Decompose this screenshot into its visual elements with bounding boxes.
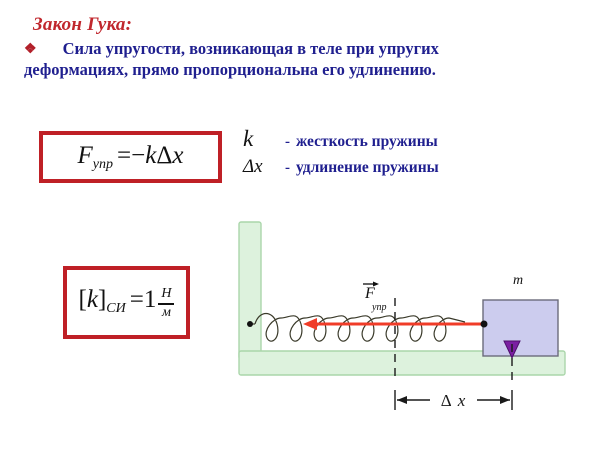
mass-block: [482, 299, 559, 357]
statement-text: Сила упругости, возникающая в теле при у…: [24, 39, 439, 80]
legend-symbol-delta-x: Δx: [243, 156, 263, 177]
dimension-delta-x: [394, 390, 513, 410]
unit-value: 1: [143, 285, 157, 313]
page-title: Закон Гука:: [33, 14, 133, 35]
wall-shape: [238, 221, 262, 360]
unit-subscript-si: СИ: [106, 300, 126, 316]
force-label-subscript: упр: [371, 302, 386, 313]
spring-mass-diagram: F упр m: [225, 214, 595, 446]
legend-row-delta-x: Δx - удлинение пружины: [243, 156, 439, 178]
formula-minus: −: [131, 141, 146, 169]
unit-close-bracket: ]: [97, 285, 107, 313]
spring-coil: [249, 312, 466, 342]
mass-label: m: [513, 273, 523, 288]
legend-text-stiffness: жесткость пружины: [296, 133, 438, 150]
formula-subscript-upr: упр: [92, 156, 113, 172]
formula-equals: =: [116, 141, 132, 169]
formula-delta: Δ: [156, 141, 173, 169]
unit-denominator: м: [161, 304, 171, 320]
unit-equals: =: [129, 285, 144, 313]
formula-symbol-x: x: [172, 141, 184, 169]
unit-open-bracket: [: [78, 285, 87, 313]
legend-dash-delta-x: -: [285, 160, 290, 176]
dimension-delta-glyph: Δ: [441, 391, 452, 410]
spring-anchor-point: [247, 321, 253, 327]
dimension-x-glyph: x: [457, 391, 466, 410]
formula-symbol-F: F: [77, 141, 93, 169]
force-label: F упр: [363, 281, 386, 313]
legend-dash-k: -: [285, 134, 290, 150]
unit-numerator: Н: [161, 286, 172, 302]
hooke-law-statement: ❖Сила упругости, возникающая в теле при …: [24, 38, 444, 81]
legend: k - жесткость пружины Δx - удлинение пру…: [243, 126, 439, 182]
diamond-bullet-icon: ❖: [24, 42, 37, 57]
legend-row-k: k - жесткость пружины: [243, 126, 439, 152]
unit-symbol-k: k: [86, 285, 98, 313]
spring-block-joint: [480, 320, 488, 328]
force-arrow: [303, 318, 483, 330]
formula-hooke-law: Fупр =−kΔx: [77, 142, 183, 173]
formula-symbol-k: k: [145, 141, 157, 169]
legend-text-elongation: удлинение пружины: [296, 159, 439, 176]
legend-symbol-k: k: [243, 126, 254, 151]
formula-box-hooke-law: Fупр =−kΔx: [39, 131, 222, 183]
fraction-bar: [158, 303, 175, 305]
force-label-F: F: [364, 285, 375, 302]
floor-shape: [238, 350, 566, 376]
